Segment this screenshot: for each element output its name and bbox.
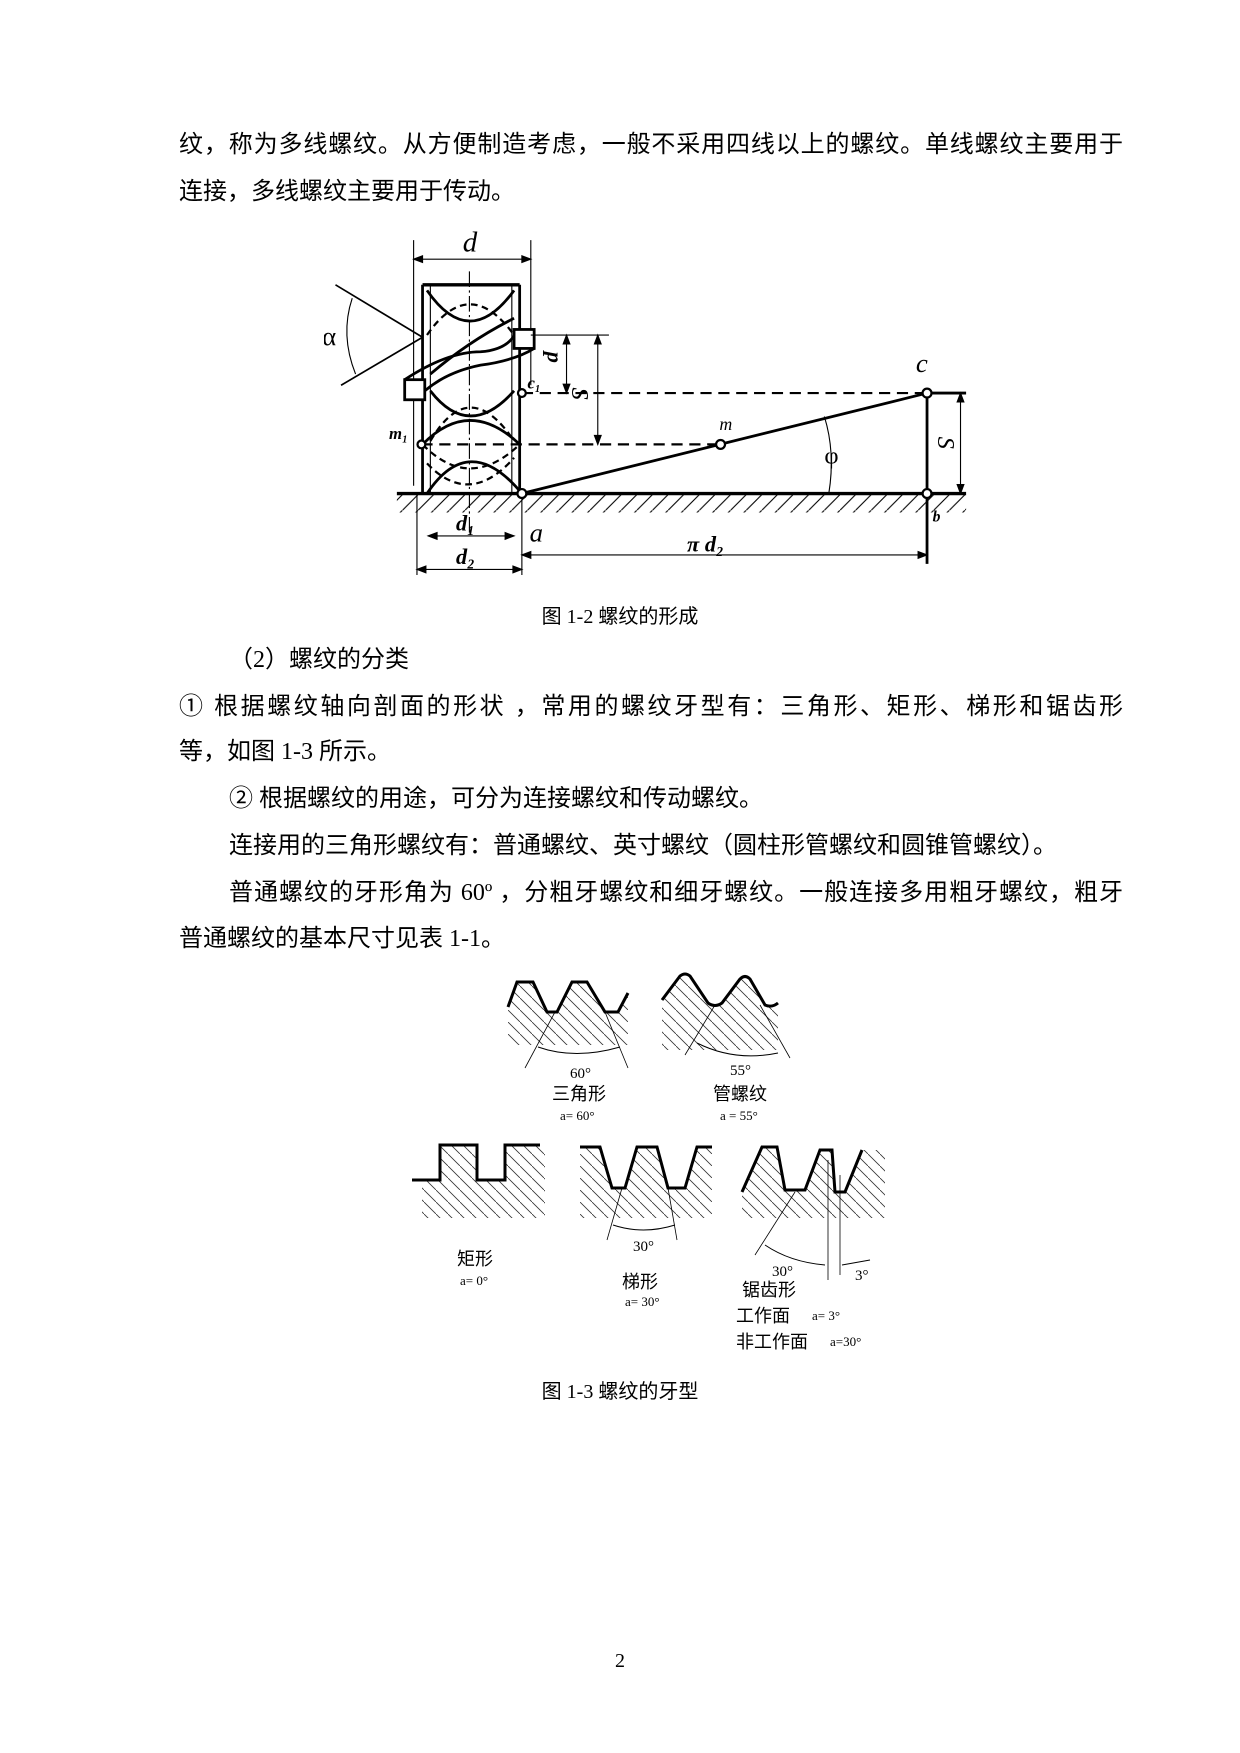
triangle-profile [506,980,630,1069]
point-m [714,438,727,450]
saw-angle-small: 3° [855,1268,869,1284]
rectangular-profile [412,1143,545,1218]
rect-name: 矩形 [457,1249,493,1269]
label-phi: φ [824,442,838,469]
pipe-angle: 55° [730,1063,751,1079]
label-c1: c₁ [527,374,540,393]
saw-working-label: 工作面 [736,1306,790,1326]
label-b: b [933,508,941,525]
triangle-alpha: a= 60° [560,1108,595,1123]
page-number: 2 [615,1650,625,1672]
trapezoid-name: 梯形 [622,1272,658,1292]
label-pi-d2: π d₂ [687,532,724,557]
item2: ② 根据螺纹的用途，可分为连接螺纹和传动螺纹。 [229,786,763,812]
trapezoid-angle: 30° [633,1239,654,1255]
saw-name: 锯齿形 [742,1280,796,1300]
point-c1 [516,388,527,399]
intro-line-2: 连接，多线螺纹主要用于传动。 [179,179,515,205]
label-s-right: S [932,437,959,449]
point-m1 [416,439,427,450]
figure-thread-formation: d α p S c c₁ m m₁ φ S a b d₁ d₂ π d₂ [324,229,967,575]
label-s-left: S [566,387,593,399]
intro-line-1: 纹，称为多线螺纹。从方便制造考虑，一般不采用四线以上的螺纹。单线螺纹主要用于 [179,132,1123,158]
label-d1: d₁ [456,510,475,535]
item1-line-1: ① 根据螺纹轴向剖面的形状 ，常用的螺纹牙型有：三角形、矩形、梯形和锯齿形 [179,694,1123,720]
point-c [921,387,933,399]
para-normal-line-2: 普通螺纹的基本尺寸见表 1-1。 [179,926,505,952]
figure-1-2-caption: 图 1-2 螺纹的形成 [541,606,699,628]
triangle-angle: 60° [570,1066,591,1082]
point-b [921,487,933,500]
pipe-profile [660,972,791,1059]
label-c: c [916,348,928,378]
label-alpha: α [324,321,336,351]
label-m: m [719,414,732,434]
item1-line-2: 等，如图 1-3 所示。 [179,739,391,765]
label-p: p [543,350,568,363]
rect-alpha: a= 0° [460,1273,488,1288]
label-d: d [463,229,478,258]
point-a [516,487,528,500]
trapezoid-alpha: a= 30° [625,1294,660,1309]
label-d2: d₂ [456,544,475,569]
sawtooth-profile [740,1145,885,1280]
section-heading: （2）螺纹的分类 [229,647,409,673]
saw-nonworking-label: 非工作面 [736,1332,808,1352]
label-a: a [530,518,543,548]
trapezoidal-profile [580,1145,712,1241]
para-connect: 连接用的三角形螺纹有：普通螺纹、英寸螺纹（圆柱形管螺纹和圆锥管螺纹）。 [229,833,1057,859]
figure-1-3-caption: 图 1-3 螺纹的牙型 [541,1381,699,1403]
pipe-alpha: a = 55° [720,1108,758,1123]
saw-angle-big: 30° [772,1264,793,1280]
pipe-name: 管螺纹 [713,1084,767,1104]
triangle-name: 三角形 [552,1084,606,1104]
saw-working-alpha: a= 3° [812,1308,840,1323]
label-m1: m₁ [389,424,408,443]
figure-thread-profiles: 60° 三角形 a= 60° 55° 管螺纹 a = 55° 矩形 a= 0° … [412,972,885,1352]
para-normal-line-1: 普通螺纹的牙形角为 60º ，分粗牙螺纹和细牙螺纹。一般连接多用粗牙螺纹，粗牙 [229,880,1123,906]
saw-nonworking-alpha: a=30° [830,1334,861,1349]
